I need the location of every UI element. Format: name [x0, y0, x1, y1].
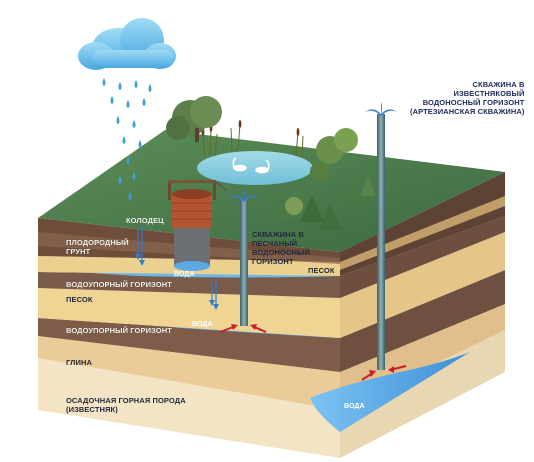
label-lime-well-line4: (АРТЕЗИАНСКАЯ СКВАЖИНА)	[410, 107, 525, 116]
label-bedrock-line1: ОСАДОЧНАЯ ГОРНАЯ ПОРОДА	[66, 396, 186, 405]
label-fertile-soil: ПЛОДОРОДНЫЙ ГРУНТ	[66, 238, 129, 256]
fountain-sand-well	[228, 188, 260, 202]
label-water-1: ВОДА	[174, 271, 195, 278]
layer-aquitard-2	[38, 318, 340, 372]
well-shaft	[174, 222, 210, 266]
inflow-arrowheads	[231, 324, 394, 377]
swans	[232, 157, 270, 174]
label-lime-well: СКВАЖИНА В ИЗВЕСТНЯКОВЫЙ ВОДОНОСНЫЙ ГОРИ…	[410, 80, 524, 116]
raindrops	[102, 78, 152, 200]
label-sand-well-line2: ПЕСЧАНЫЙ	[252, 239, 298, 248]
label-fertile-soil-line1: ПЛОДОРОДНЫЙ	[66, 238, 129, 247]
ground-surface	[38, 130, 505, 252]
label-aquitard-2: ВОДОУПОРНЫЙ ГОРИЗОНТ	[66, 326, 172, 335]
trees	[166, 96, 376, 230]
label-lime-well-line2: ИЗВЕСТНЯКОВЫЙ	[453, 89, 525, 98]
label-sand-well-line3: ВОДОНОСНЫЙ	[252, 248, 310, 257]
cloud-icon	[78, 18, 176, 70]
layer-aquitard-1	[38, 272, 340, 298]
label-sand-well-line4: ГОРИЗОНТ	[252, 257, 294, 266]
lake	[197, 151, 313, 185]
reeds	[202, 123, 304, 159]
label-sand-right: ПЕСОК	[308, 266, 335, 275]
label-water-3: ВОДА	[344, 403, 365, 410]
layer-clay	[38, 336, 340, 410]
label-bedrock: ОСАДОЧНАЯ ГОРНАЯ ПОРОДА (ИЗВЕСТНЯК)	[66, 396, 186, 414]
right-limestone	[340, 330, 505, 458]
layer-sand	[38, 288, 340, 338]
label-sand-well-line1: СКВАЖИНА В	[252, 230, 304, 239]
well	[168, 180, 227, 271]
label-sand-well: СКВАЖИНА В ПЕСЧАНЫЙ ВОДОНОСНЫЙ ГОРИЗОНТ	[252, 230, 310, 266]
lime-well-pipe	[377, 114, 385, 370]
limestone-water-pocket	[310, 352, 470, 432]
label-clay: ГЛИНА	[66, 358, 93, 367]
label-aquitard-1: ВОДОУПОРНЫЙ ГОРИЗОНТ	[66, 280, 172, 289]
label-water-2: ВОДА	[192, 321, 213, 328]
layer-limestone	[38, 358, 340, 458]
fountain-lime-well	[365, 102, 397, 116]
label-fertile-soil-line2: ГРУНТ	[66, 247, 91, 256]
infiltration-arrowheads	[135, 254, 219, 310]
infiltration-arrows	[137, 226, 217, 304]
reed-heads	[201, 120, 300, 136]
label-well: КОЛОДЕЦ	[126, 216, 164, 225]
sand-well-pipe	[240, 200, 248, 326]
label-lime-well-line1: СКВАЖИНА В	[472, 80, 525, 89]
label-bedrock-line2: (ИЗВЕСТНЯК)	[66, 405, 118, 414]
label-sand-left: ПЕСОК	[66, 295, 93, 304]
label-lime-well-line3: ВОДОНОСНЫЙ ГОРИЗОНТ	[422, 98, 525, 107]
